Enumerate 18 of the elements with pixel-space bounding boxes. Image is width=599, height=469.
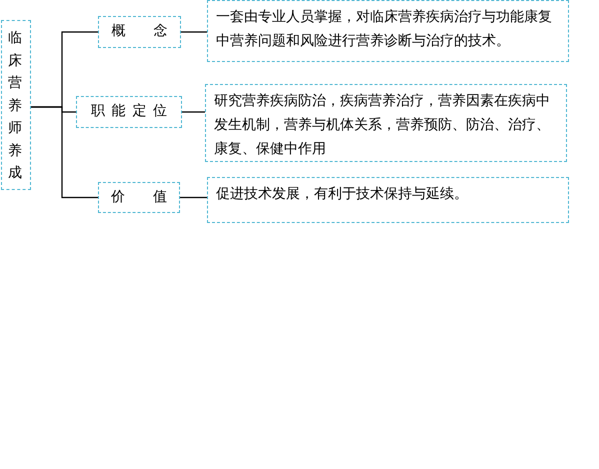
category-box <box>98 182 180 213</box>
connector-line <box>31 106 98 198</box>
description-box <box>207 0 569 62</box>
description-box <box>207 177 569 223</box>
category-label: 概念 <box>112 22 168 41</box>
connector-line <box>181 31 207 33</box>
connector-line <box>182 111 205 113</box>
topic-label: 临床营养师养成 <box>8 29 23 183</box>
category-label: 价值 <box>111 188 167 207</box>
category-box <box>76 96 182 128</box>
category-label: 职能定位 <box>91 102 167 121</box>
connector-line <box>180 196 207 198</box>
description-box <box>205 84 567 162</box>
description-text: 促进技术发展，有利于技术保持与延续。 <box>215 185 469 204</box>
category-box <box>98 16 181 48</box>
description-text: 研究营养疾病防治，疾病营养治疗，营养因素在疾病中发生机制，营养与机体关系，营养预防、防治、治疗、康复、保健中作用 <box>213 92 551 159</box>
topic-box <box>1 20 31 190</box>
description-text: 一套由专业人员掌握，对临床营养疾病治疗与功能康复中营养问题和风险进行营养诊断与治疗的技术。 <box>215 8 553 51</box>
